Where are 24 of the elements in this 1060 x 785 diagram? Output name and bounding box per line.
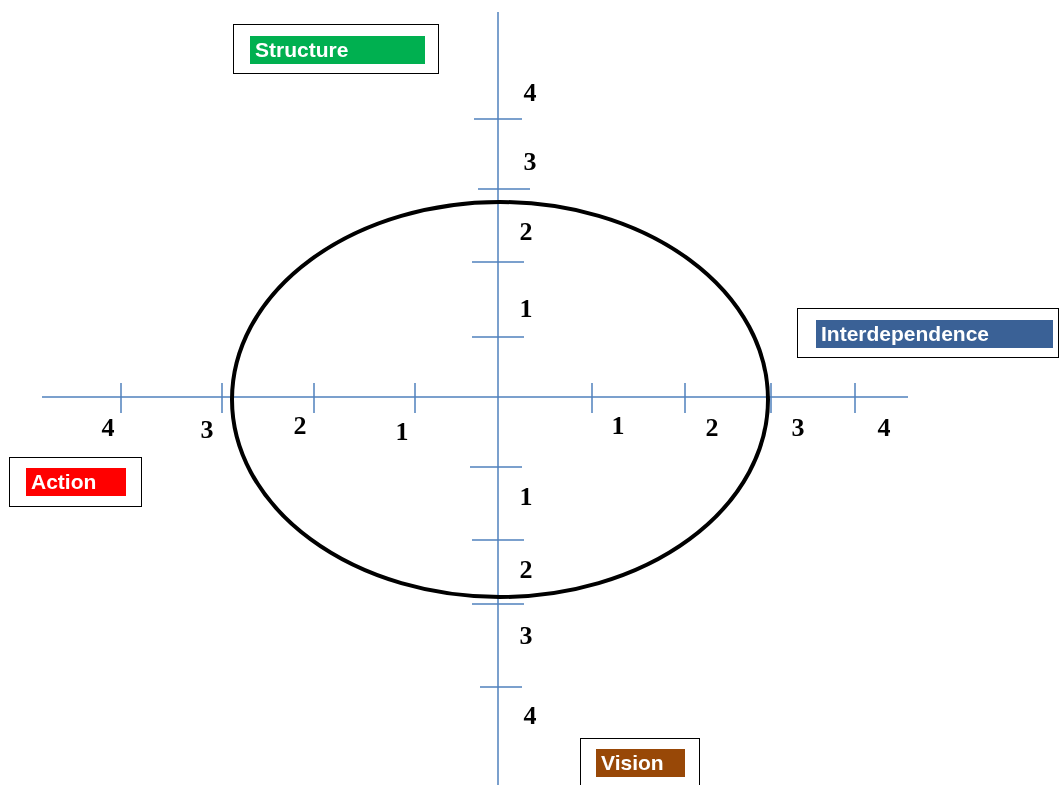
tick-number: 4 — [877, 415, 891, 441]
label-text: Action — [26, 468, 126, 496]
tick-number: 4 — [523, 80, 537, 106]
tick-number: 2 — [293, 413, 307, 439]
label-text: Interdependence — [816, 320, 1053, 348]
label-text: Vision — [596, 749, 685, 777]
tick-number: 4 — [101, 415, 115, 441]
label-text: Structure — [250, 36, 425, 64]
tick-number: 3 — [791, 415, 805, 441]
tick-number: 1 — [611, 413, 625, 439]
tick-number: 2 — [519, 557, 533, 583]
tick-number: 4 — [523, 703, 537, 729]
tick-number: 3 — [523, 149, 537, 175]
tick-number: 2 — [519, 219, 533, 245]
tick-number: 1 — [395, 419, 409, 445]
tick-number: 1 — [519, 484, 533, 510]
label-box — [797, 308, 1059, 358]
label-box — [580, 738, 700, 785]
label-box — [233, 24, 439, 74]
tick-number: 3 — [200, 417, 214, 443]
tick-number: 2 — [705, 415, 719, 441]
tick-number: 3 — [519, 623, 533, 649]
tick-number: 1 — [519, 296, 533, 322]
label-box — [9, 457, 142, 507]
